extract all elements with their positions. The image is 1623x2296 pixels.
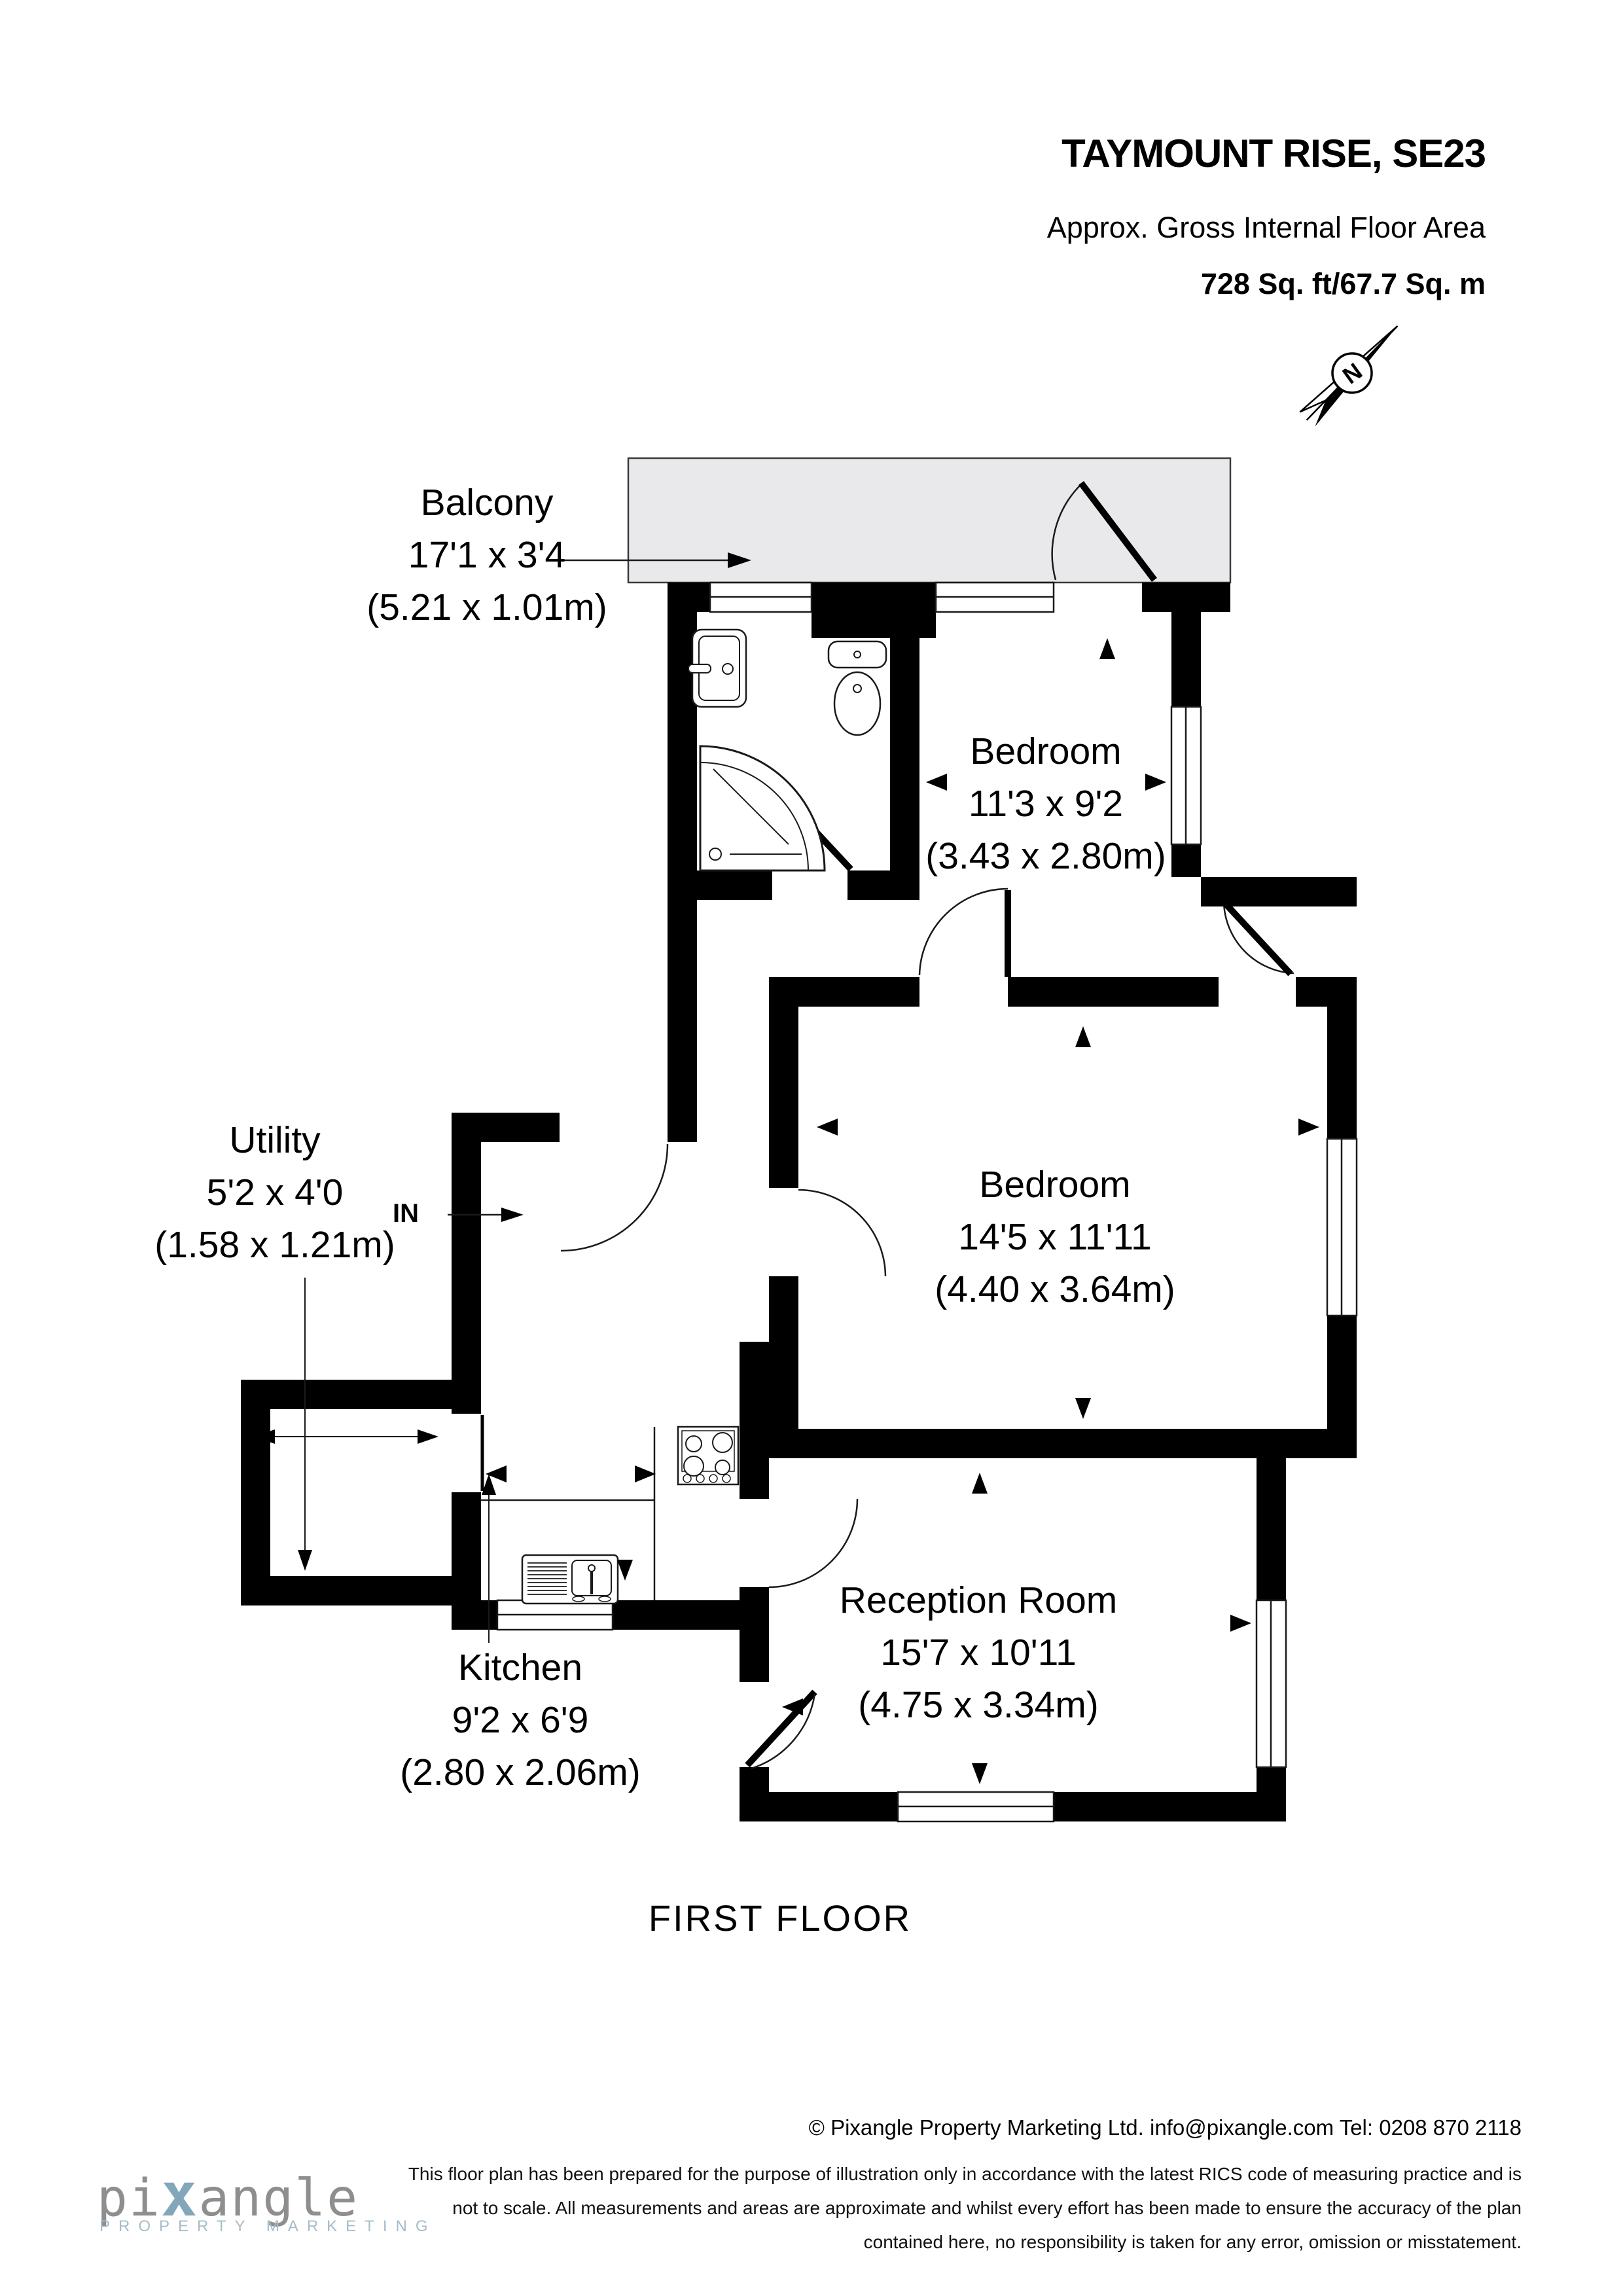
room-name: Reception Room — [839, 1579, 1118, 1621]
logo-x-mark: x — [160, 2160, 199, 2230]
room-name: Kitchen — [457, 1647, 583, 1689]
floor-level-label: FIRST FLOOR — [648, 1897, 912, 1939]
room-name: Balcony — [420, 482, 554, 524]
compass-icon: N — [1299, 325, 1399, 427]
reception-second-door-arc — [751, 1693, 816, 1770]
reception-second-door-leaf — [745, 1689, 817, 1768]
in-arrowhead — [501, 1208, 524, 1222]
room-label-balcony: Balcony 17'1 x 3'4 (5.21 x 1.01m) — [366, 476, 607, 634]
bedroom2-door-arc — [798, 1189, 887, 1277]
logo-text-pre: pi — [97, 2169, 161, 2228]
room-name: Utility — [229, 1119, 321, 1161]
room-dims-metric: (5.21 x 1.01m) — [366, 586, 607, 628]
bathroom-fixtures — [688, 628, 887, 872]
room-name: Bedroom — [970, 730, 1122, 772]
room-label-bedroom1: Bedroom 11'3 x 9'2 (3.43 x 2.80m) — [925, 725, 1166, 882]
bedroom1-door-arc — [918, 888, 1008, 976]
annotation-arrows — [254, 552, 751, 1643]
room-label-kitchen: Kitchen 9'2 x 6'9 (2.80 x 2.06m) — [400, 1641, 641, 1799]
page-title: TAYMOUNT RISE, SE23 — [1061, 132, 1486, 175]
room-dims: 15'7 x 10'11 — [880, 1632, 1077, 1674]
disclaimer-line-3: contained here, no responsibility is tak… — [863, 2232, 1522, 2252]
reception-door-arc — [768, 1498, 859, 1588]
room-name: Bedroom — [979, 1164, 1131, 1206]
room-dims: 11'3 x 9'2 — [968, 783, 1124, 825]
entrance-label: IN — [393, 1199, 419, 1228]
header-subtitle: Approx. Gross Internal Floor Area — [1046, 211, 1486, 244]
measurement-arrows — [486, 638, 1319, 1784]
room-label-bedroom2: Bedroom 14'5 x 11'11 (4.40 x 3.64m) — [935, 1158, 1175, 1316]
kitchen-fixtures — [481, 1426, 740, 1605]
walls — [241, 583, 1357, 1821]
balcony-door-arc — [1051, 484, 1082, 581]
disclaimer-line-1: This floor plan has been prepared for th… — [408, 2164, 1522, 2184]
header-floor-area: 728 Sq. ft/67.7 Sq. m — [1200, 267, 1486, 300]
room-dims: 17'1 x 3'4 — [408, 534, 566, 576]
balcony-leader-arrowhead — [728, 552, 751, 568]
shower-icon — [699, 745, 826, 872]
lobby-door-leaf — [1221, 899, 1293, 977]
footer-contact: © Pixangle Property Marketing Ltd. info@… — [808, 2115, 1522, 2140]
logo-text-post: angle — [198, 2169, 359, 2228]
pixangle-logo: pixangle — [97, 2160, 359, 2230]
room-dims-metric: (3.43 x 2.80m) — [925, 835, 1166, 877]
room-dims: 9'2 x 6'9 — [452, 1699, 589, 1741]
room-dims-metric: (1.58 x 1.21m) — [154, 1224, 395, 1266]
room-dims: 14'5 x 11'11 — [958, 1216, 1152, 1258]
room-label-utility: Utility 5'2 x 4'0 (1.58 x 1.21m) — [154, 1114, 395, 1271]
disclaimer-line-2: not to scale. All measurements and areas… — [452, 2198, 1522, 2218]
room-dims: 5'2 x 4'0 — [206, 1172, 344, 1213]
windows — [496, 581, 1358, 1823]
room-label-reception: Reception Room 15'7 x 10'11 (4.75 x 3.34… — [840, 1574, 1118, 1731]
room-dims-metric: (2.80 x 2.06m) — [400, 1751, 641, 1793]
balcony-door-leaf — [1079, 480, 1157, 583]
entrance-door-arc — [560, 1143, 669, 1252]
logo-tagline: PROPERTY MARKETING — [99, 2217, 437, 2235]
room-dims-metric: (4.40 x 3.64m) — [935, 1268, 1175, 1310]
lobby-door-arc — [1222, 901, 1294, 975]
room-dims-metric: (4.75 x 3.34m) — [858, 1684, 1099, 1726]
